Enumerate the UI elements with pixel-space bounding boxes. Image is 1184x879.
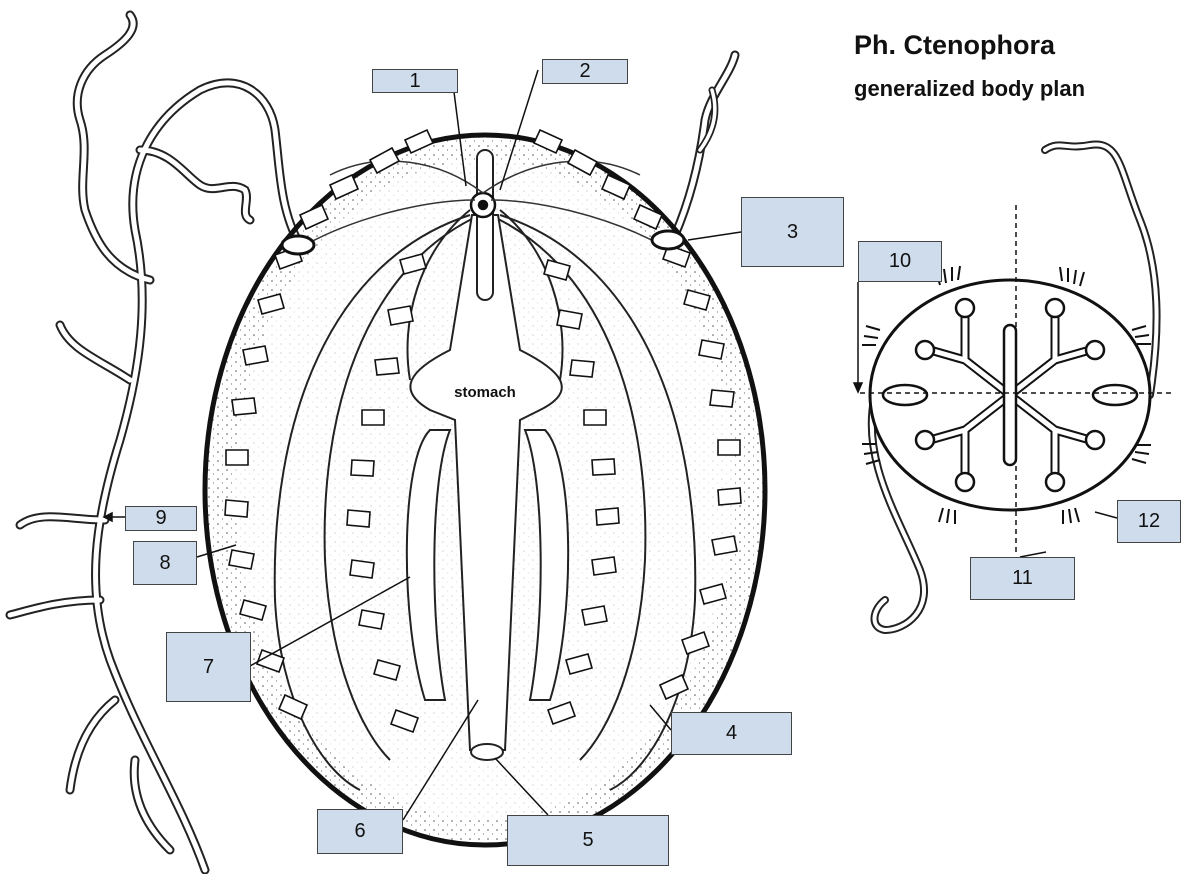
label-box-5[interactable]: 5 bbox=[507, 815, 669, 866]
ctenophore-body-drawing: stomach bbox=[202, 128, 768, 848]
label-box-4[interactable]: 4 bbox=[671, 712, 792, 755]
label-box-1[interactable]: 1 bbox=[372, 69, 458, 93]
label-box-10[interactable]: 10 bbox=[858, 241, 942, 282]
cross-section-drawing bbox=[860, 140, 1172, 635]
label-box-12[interactable]: 12 bbox=[1117, 500, 1181, 543]
diagram-subtitle: generalized body plan bbox=[854, 76, 1086, 101]
label-box-2[interactable]: 2 bbox=[542, 59, 628, 84]
label-box-7[interactable]: 7 bbox=[166, 632, 251, 702]
label-box-9[interactable]: 9 bbox=[125, 506, 197, 531]
label-box-8[interactable]: 8 bbox=[133, 541, 197, 585]
leader-lines bbox=[102, 69, 1118, 821]
diagram-title: Ph. Ctenophora bbox=[854, 30, 1055, 60]
tentacle-right-drawing bbox=[670, 50, 740, 240]
label-box-6[interactable]: 6 bbox=[317, 809, 403, 854]
label-box-11[interactable]: 11 bbox=[970, 557, 1075, 600]
stomach-text: stomach bbox=[454, 384, 516, 401]
label-box-3[interactable]: 3 bbox=[741, 197, 844, 267]
